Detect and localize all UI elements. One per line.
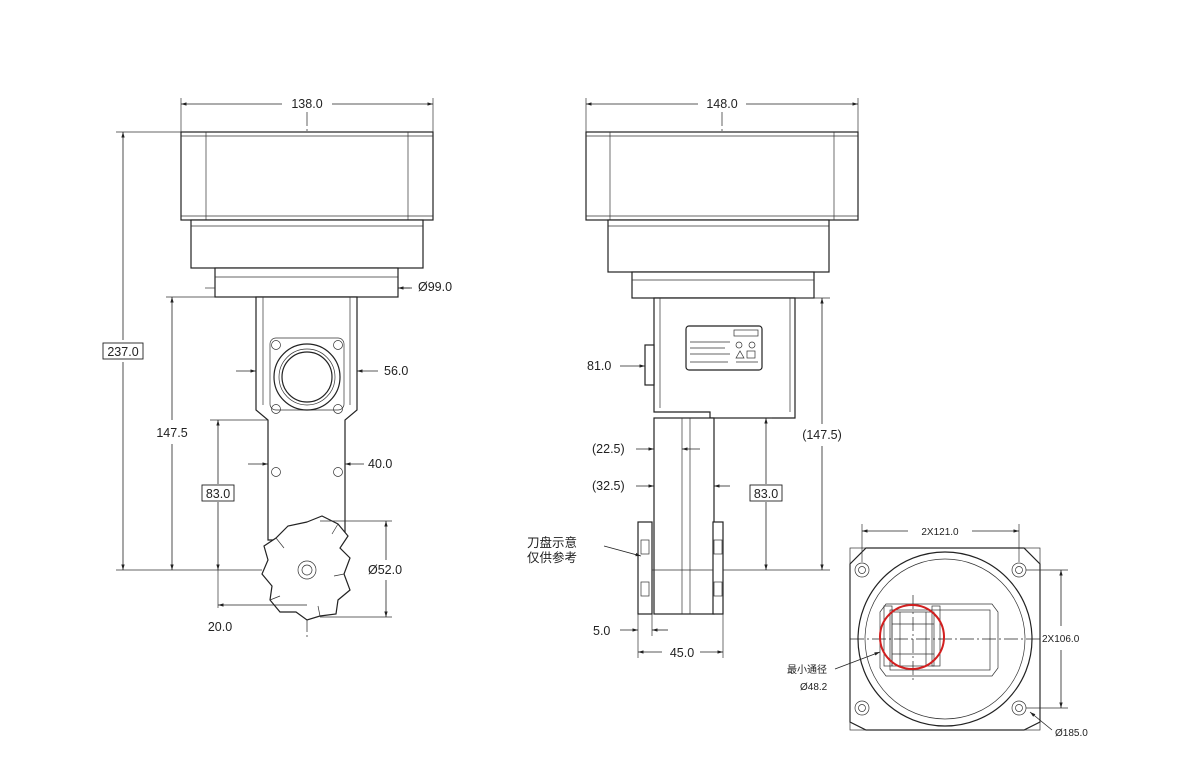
width-45-dim: 45.0 (670, 646, 694, 660)
lower-arm-height-dim: 83.0 (206, 487, 230, 501)
width-5-dim: 5.0 (593, 624, 610, 638)
width-56-dim: 56.0 (384, 364, 408, 378)
front-width-dim: 138.0 (291, 97, 322, 111)
side-view: 148.0 81.0 (22.5) (32.5) 83.0 (147.5) 5.… (527, 97, 859, 660)
total-height-dim: 237.0 (107, 345, 138, 359)
ref-147-dim: (147.5) (802, 428, 842, 442)
cutter-dia-dim: Ø52.0 (368, 563, 402, 577)
hole-pitch-x-dim: 2X121.0 (921, 527, 959, 538)
min-bore-value: Ø48.2 (800, 682, 828, 693)
side-lower-arm-dim: 83.0 (754, 487, 778, 501)
front-view: 138.0 237.0 147.5 83.0 20.0 Ø99.0 56.0 (102, 97, 452, 640)
min-bore-label: 最小通径 (787, 663, 827, 676)
body-dia-dim: Ø185.0 (1055, 728, 1088, 739)
width-40-dim: 40.0 (368, 457, 392, 471)
bottom-view: 2X121.0 2X106.0 Ø185.0 最小通径 Ø48.2 (787, 524, 1088, 739)
hole-pitch-y-dim: 2X106.0 (1042, 634, 1080, 645)
flange-dia-dim: Ø99.0 (418, 280, 452, 294)
arm-height-dim: 147.5 (156, 426, 187, 440)
offset-81-dim: 81.0 (587, 359, 611, 373)
ref-32-dim: (32.5) (592, 479, 625, 493)
offset-dim: 20.0 (208, 620, 232, 634)
side-width-dim: 148.0 (706, 97, 737, 111)
ref-22-dim: (22.5) (592, 442, 625, 456)
cutter-note-line1: 刀盘示意 (527, 535, 577, 550)
cutter-note-line2: 仅供参考 (527, 550, 577, 565)
